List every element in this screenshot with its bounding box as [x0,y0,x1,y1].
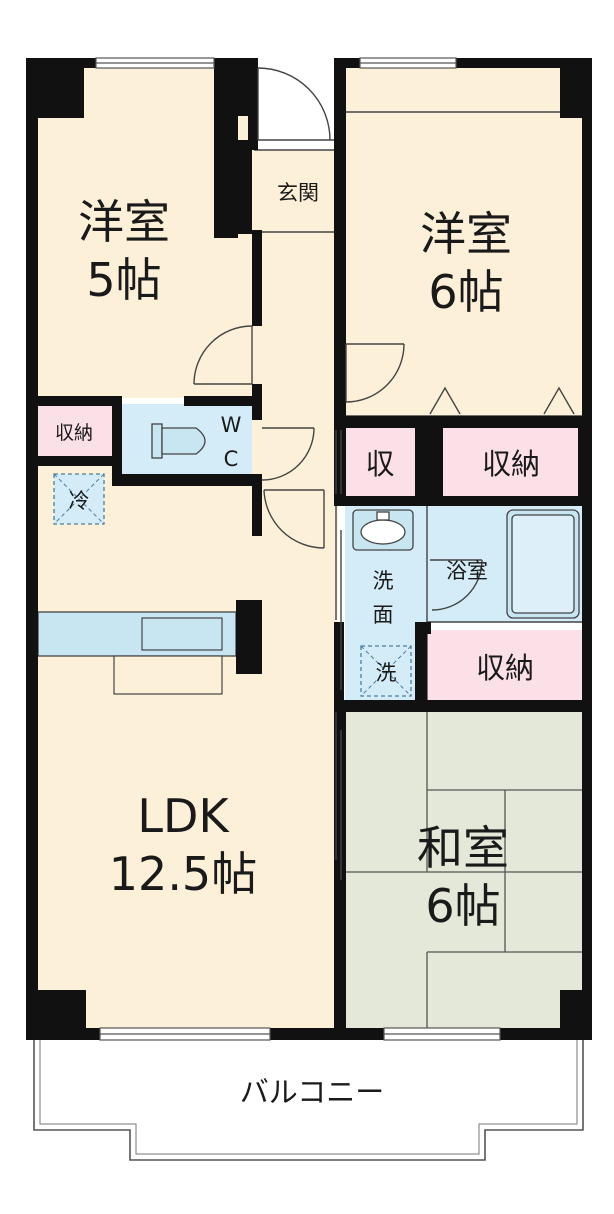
ldk-name: LDK [137,789,230,843]
doors [193,67,575,880]
japanese-room-size: 6帖 [425,879,500,933]
kitchen-counter [37,611,237,695]
toilet-w-label: W [221,413,242,437]
balcony-label: バルコニー [240,1075,384,1109]
japanese-room-floor [345,712,583,1030]
storage-small-label: 収 [365,447,394,481]
japanese-room-name: 和室 [417,821,509,875]
walls [26,58,592,1040]
tatami-lines [345,712,583,1030]
washroom-label-2: 面 [373,603,394,627]
western-room-1-size: 5帖 [86,253,161,307]
ldk-floor [38,464,338,1030]
storage-left-floor [38,404,112,458]
entrance-label: 玄関 [277,181,319,205]
western-room-2-floor [345,66,583,416]
floor-areas [38,66,583,1030]
windows [95,57,501,1041]
storage-right-floor [441,426,583,498]
storage-lower-label: 収納 [476,651,534,685]
bathroom-label: 浴室 [446,559,488,583]
entrance-floor [252,150,338,232]
balcony [33,1036,584,1161]
toilet-bowl [151,423,206,459]
wash-basin [352,509,414,551]
bathtub [506,509,580,619]
washer-space [360,645,412,697]
ldk-size: 12.5帖 [109,847,257,901]
western-room-1-name: 洋室 [78,195,170,249]
western-room-2-size: 6帖 [428,265,503,319]
washroom-label-1: 洗 [373,569,394,593]
fridge-label: 冷 [69,489,90,513]
storage-lower-floor [427,630,583,702]
storage-left-label: 収納 [55,422,93,444]
storage-right-label: 収納 [482,447,540,481]
toilet-c-label: C [224,447,239,471]
western-room-2-name: 洋室 [420,207,512,261]
storage-small-floor [345,426,417,498]
washer-label: 洗 [376,661,397,685]
fridge-space [53,473,105,525]
